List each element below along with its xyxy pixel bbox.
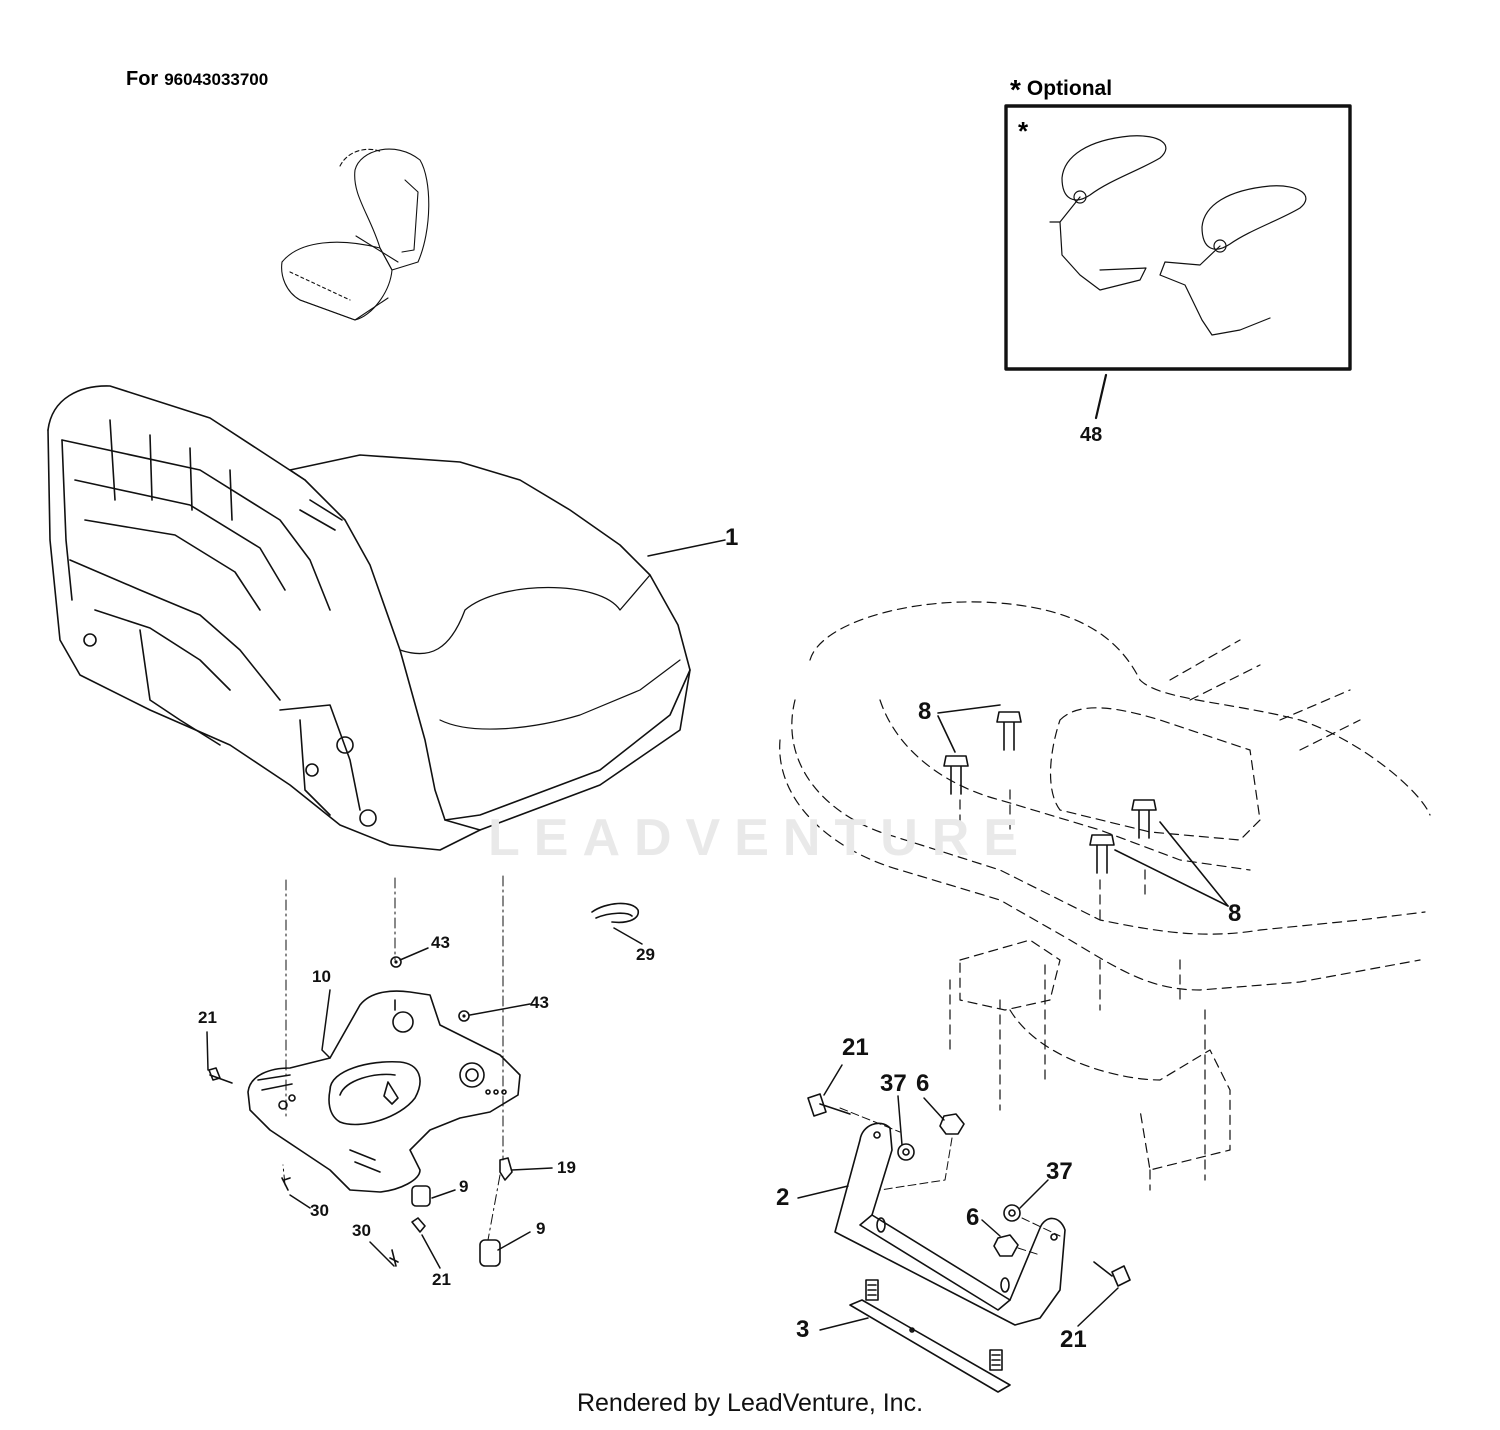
assembly-lines: [282, 875, 504, 1241]
callout-9-lower: 9: [536, 1219, 546, 1238]
callout-9-upper: 9: [459, 1177, 469, 1196]
callout-37-lower: 37: [1046, 1158, 1073, 1185]
seat-assembly: [47, 385, 691, 851]
callout-6-lower: 6: [966, 1204, 980, 1231]
for-label: For: [126, 68, 159, 90]
filled-marks: [394, 960, 914, 1332]
mower-frame: [779, 601, 1431, 1191]
base-plate: [849, 1279, 1011, 1393]
callout-48: 48: [1080, 424, 1103, 446]
callout-3: 3: [796, 1316, 810, 1343]
leaders: [206, 539, 1119, 1331]
frame-bolts: [943, 711, 1157, 874]
callout-21-bracket-top: 21: [842, 1034, 869, 1061]
optional-title: *Optional: [1010, 74, 1112, 106]
callout-6-upper: 6: [916, 1070, 930, 1097]
bracket-dashed-lines: [839, 1107, 1061, 1256]
optional-box: [1004, 104, 1352, 371]
callout-1: 1: [725, 524, 739, 551]
bracket-hardware: [807, 1093, 1131, 1287]
callout-2: 2: [776, 1184, 790, 1211]
model-line: For 96043033700: [126, 68, 268, 91]
retainer-clip: [591, 902, 639, 924]
optional-label: Optional: [1026, 77, 1113, 100]
armrests: [1049, 135, 1307, 336]
optional-marker: *: [1010, 74, 1021, 105]
footer-credit: Rendered by LeadVenture, Inc.: [576, 1389, 924, 1417]
callout-43-upper: 43: [431, 933, 450, 952]
leaders-8: [937, 704, 1229, 907]
callout-10: 10: [312, 967, 331, 986]
watermark: LEADVENTURE: [488, 809, 1033, 867]
seat-thumbnail: [281, 148, 430, 321]
callout-30-left: 30: [310, 1201, 329, 1220]
callout-30-mid: 30: [352, 1221, 371, 1240]
optional-inner-marker: *: [1018, 116, 1029, 146]
callout-8-upper: 8: [918, 698, 932, 725]
model-number: 96043033700: [164, 70, 269, 89]
callout-8-lower: 8: [1228, 900, 1242, 927]
seat-pan-plate: [247, 990, 521, 1193]
callout-43-right: 43: [530, 993, 549, 1012]
leader-48: [1094, 373, 1108, 420]
callout-21-bracket-right: 21: [1060, 1326, 1087, 1353]
callout-19: 19: [557, 1158, 576, 1177]
callout-29: 29: [636, 945, 655, 964]
callout-37-upper: 37: [880, 1070, 907, 1097]
plate-hardware: [208, 956, 513, 1267]
callout-21-bottom: 21: [432, 1270, 451, 1289]
callout-21-left: 21: [198, 1008, 217, 1027]
seat-bracket: [834, 1122, 1066, 1326]
